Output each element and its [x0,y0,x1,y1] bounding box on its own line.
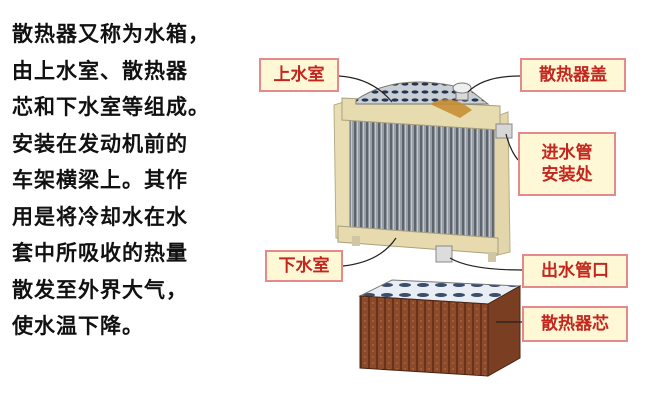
description-line: 散发至外界大气， [12,277,188,302]
description-line: 安装在发动机前的 [12,131,188,156]
description-line: 使水温下降。 [12,314,144,338]
leader-lines [338,75,523,323]
radiator-core-block [358,279,522,377]
label-outlet-pipe: 出水管口 [522,254,628,288]
leader-cap [467,75,521,93]
label-upper-tank: 上水室 [259,58,339,92]
label-text: 下水室 [278,256,330,276]
label-radiator-core: 散热器芯 [522,306,628,342]
leader-lower-tank [342,237,397,267]
leader-inlet [505,133,519,161]
leader-upper-tank [338,75,393,103]
label-text: 出水管口 [541,261,609,281]
label-radiator-cap: 散热器盖 [520,58,626,92]
label-text: 上水室 [273,65,325,85]
radiator-body [333,81,513,263]
label-lower-tank: 下水室 [265,250,343,282]
description-text: 散热器又称为水箱， 由上水室、散热器 芯和下水室等组成。 安装在发动机前的 车架… [12,16,252,345]
label-text: 进水管 [541,143,593,163]
leader-outlet [449,257,523,271]
description-line: 用是将冷却水在水 [12,204,188,229]
description-line: 套中所吸收的热量 [12,241,188,265]
description-line: 芯和下水室等组成。 [12,95,210,119]
description-line: 车架横梁上。其作 [12,168,188,192]
description-line: 散热器又称为水箱， [12,22,210,46]
label-text: 散热器芯 [541,314,609,334]
label-inlet-pipe: 进水管 安装处 [518,132,616,196]
label-text: 安装处 [541,165,593,185]
description-line: 由上水室、散热器 [12,58,188,83]
label-text: 散热器盖 [539,65,607,85]
